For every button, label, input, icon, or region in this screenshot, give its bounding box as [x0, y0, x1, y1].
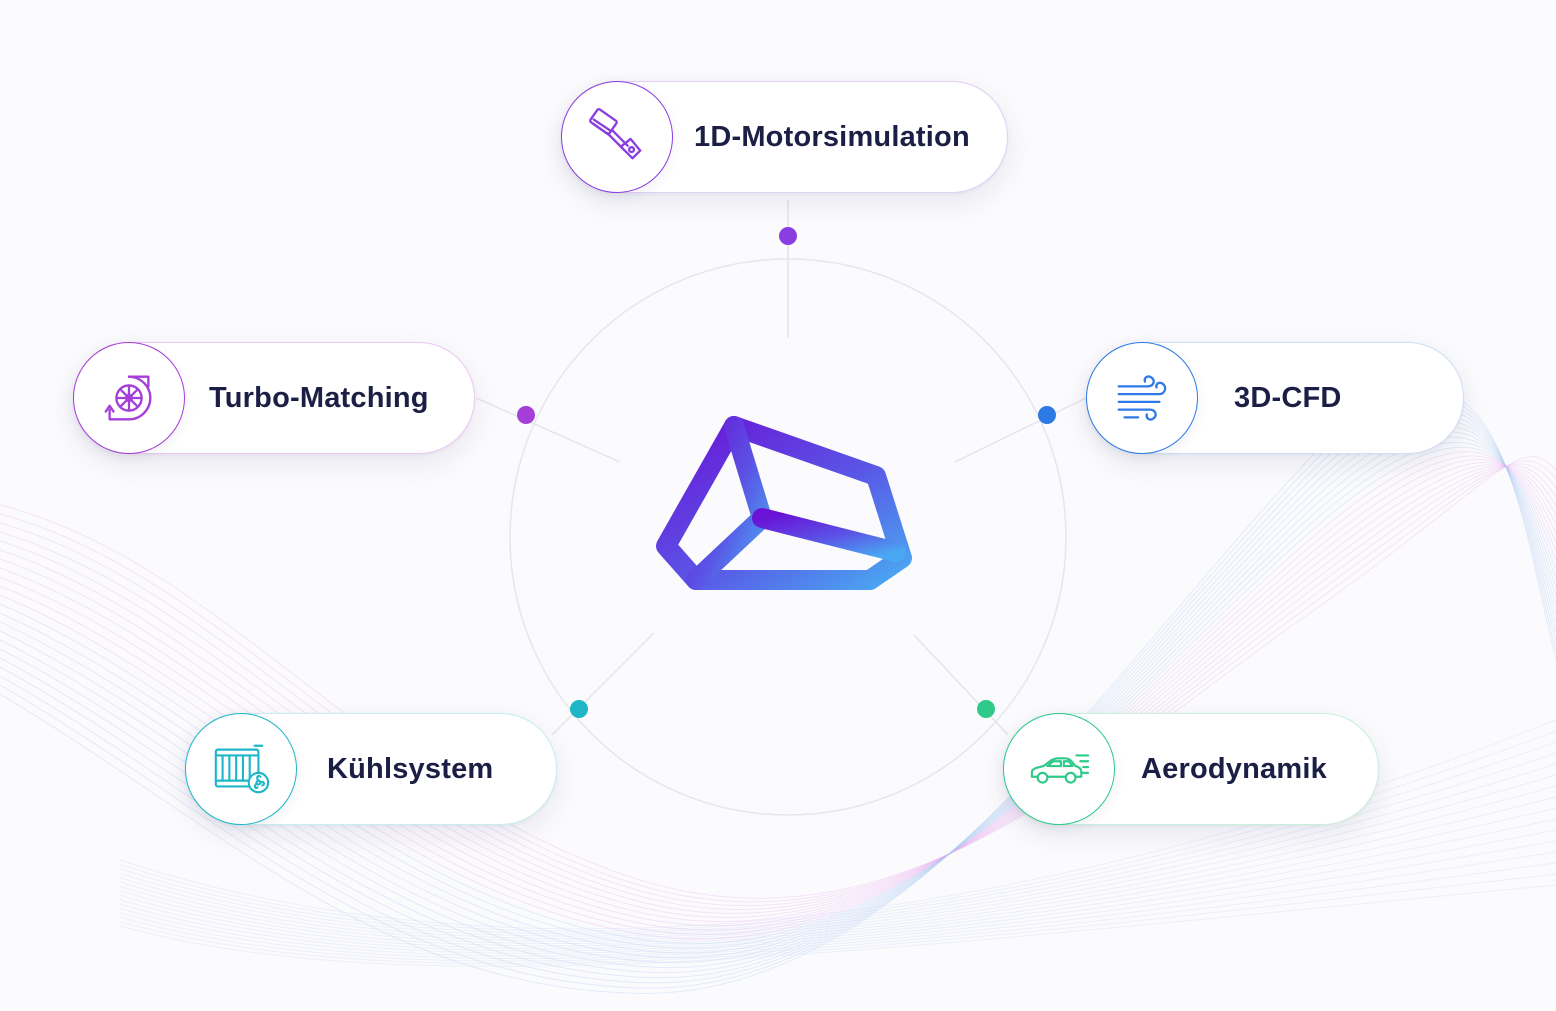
node-cfd[interactable]: 3D-CFD — [1085, 341, 1464, 454]
connector-line — [954, 397, 1087, 463]
background-wave-line — [119, 752, 1556, 937]
background-wave-line — [119, 862, 1556, 962]
background-wave-line — [119, 884, 1556, 967]
node-motor[interactable]: 1D-Motorsimulation — [560, 80, 1008, 193]
background-wave-line — [0, 407, 1556, 979]
node-label: 1D-Motorsimulation — [694, 120, 970, 153]
background-wave-line — [119, 829, 1556, 954]
connector-line — [913, 634, 1009, 736]
background-wave-line — [0, 413, 1556, 974]
background-wave-line — [119, 796, 1556, 947]
radiator-icon — [184, 712, 297, 825]
background-wave-line — [119, 818, 1556, 952]
node-label: Aerodynamik — [1141, 752, 1327, 785]
connector-line — [551, 632, 655, 736]
background-wave-line — [0, 465, 1556, 914]
background-wave-line — [0, 425, 1556, 964]
hub-logo-icon — [656, 416, 912, 590]
node-aero[interactable]: Aerodynamik — [1002, 712, 1379, 825]
background-wave-line — [119, 851, 1556, 960]
background-wave-line — [0, 419, 1556, 969]
airflow-icon — [1085, 341, 1198, 454]
background-wave-line — [119, 873, 1556, 965]
connector-dot — [517, 406, 535, 424]
node-kuehl[interactable]: Kühlsystem — [184, 712, 557, 825]
connector-dot — [1038, 406, 1056, 424]
piston-icon — [560, 80, 673, 193]
node-turbo[interactable]: Turbo-Matching — [72, 341, 475, 454]
node-label: Kühlsystem — [327, 752, 494, 785]
background-wave-line — [119, 774, 1556, 942]
connector-line — [475, 397, 621, 463]
background-wave-line — [0, 387, 1556, 994]
turbocharger-icon — [72, 341, 185, 454]
background-wave-line — [0, 465, 1556, 910]
background-wave-line — [0, 463, 1556, 907]
background-wave-line — [119, 741, 1556, 935]
background-wave-line — [0, 460, 1556, 903]
connector-dot — [779, 227, 797, 245]
background-wave-line — [0, 394, 1556, 989]
node-label: 3D-CFD — [1234, 381, 1342, 414]
background-wave-line — [0, 456, 1556, 899]
connector-dot — [977, 700, 995, 718]
background-wave-line — [119, 807, 1556, 949]
background-wave-line — [0, 401, 1556, 984]
background-wave-line — [0, 465, 1556, 918]
car-aero-icon — [1002, 712, 1115, 825]
background-wave-line — [119, 785, 1556, 944]
hub-ring — [509, 258, 1067, 816]
node-label: Turbo-Matching — [209, 381, 429, 414]
background-wave-line — [119, 763, 1556, 940]
connector-dot — [570, 700, 588, 718]
background-wave-line — [119, 840, 1556, 957]
